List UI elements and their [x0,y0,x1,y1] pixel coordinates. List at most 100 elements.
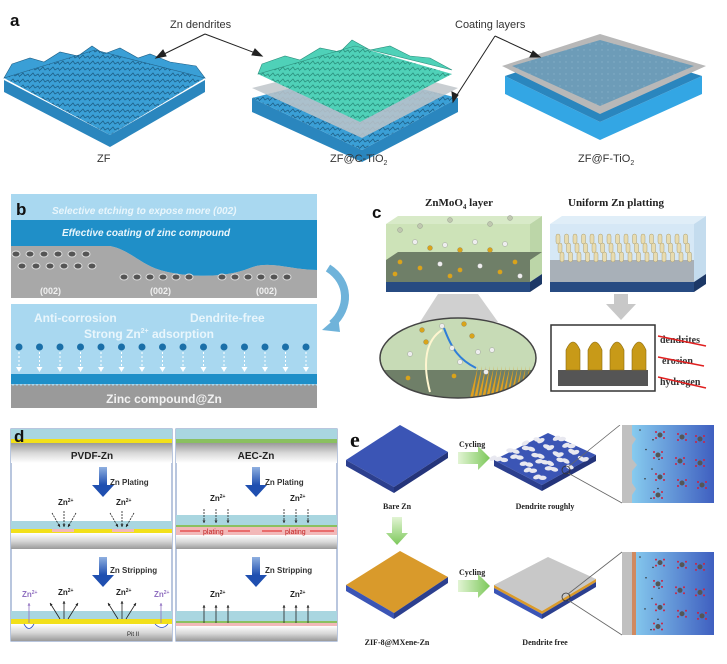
ion-charge: 2+ [32,590,38,596]
panel-b-figure: b Selective etching to expose more (002)… [11,194,349,408]
zn-platelet [572,233,578,245]
zif8-mxene-label: ZIF-8@MXene-Zn [365,638,430,647]
solvated-ion [655,581,661,587]
anion-dot [639,556,641,558]
water-oxygen [655,479,657,481]
ion-arrowhead [303,367,309,372]
water-oxygen [703,594,705,597]
water-oxygen [703,465,705,467]
ion-arrow [125,602,137,620]
water-oxygen [695,435,697,437]
water-oxygen [695,594,697,597]
zoom-funnel [420,294,498,322]
ion-arrowhead [262,367,268,372]
ion-arrowhead [159,603,163,606]
zn-ion [118,343,125,351]
dendrite-flake [565,464,574,470]
interface-inset-bottom [622,552,714,635]
zn-ion [179,343,187,351]
zn-platelet [591,242,597,254]
water-oxygen [683,586,685,589]
plating-label-1: plating [203,529,224,536]
znmoo4-title: ZnMoO4 layer [425,197,493,211]
panel-e-figure: e Bare Zn Cycling Dendrite roughly [346,425,714,647]
zn-platelet [642,242,648,254]
zn-platelet [610,251,616,263]
zn-platelet [657,233,663,245]
ion-symbol: Zn [116,498,126,507]
zn-ion [200,343,207,351]
cycling-arrow-icon [458,446,490,470]
zn-spike [494,366,502,398]
curved-arrow-icon [325,264,349,327]
zinc-compound-zn-label: Zinc compound@Zn [106,392,222,406]
ion-arrow [107,602,119,620]
facet-label-2: (002) [150,286,171,296]
dendrite-flake [546,460,554,467]
water-oxygen [683,463,685,465]
ion [412,239,418,245]
zn-ion-label: Zn2+ [58,588,74,597]
facet-dot [269,273,279,281]
ion-symbol: Zn [22,590,32,599]
dendrite-inset [550,324,656,392]
dendrite-flake [567,443,576,449]
water-oxygen [695,562,697,565]
water-oxygen [703,441,705,443]
water-oxygen [661,491,663,493]
water-oxygen [685,485,687,487]
ion-arrowhead [120,524,124,527]
water-oxygen [661,497,663,499]
water-oxygen [697,481,699,483]
ion-arrowhead [57,524,60,527]
zn-platelet [615,233,620,245]
bare-zn-label: Bare Zn [383,502,412,511]
solvated-ion [679,562,685,568]
water-oxygen [653,497,655,499]
zn-platelet [625,242,631,254]
facet-dot [230,273,240,281]
zn-platelet [651,242,656,254]
ion-arrowhead [282,367,289,372]
ion-arrow [125,512,135,528]
solvated-ion [655,452,661,458]
water-oxygen [697,487,699,489]
zn-platelet [678,251,684,263]
anion-dot [645,448,647,451]
water-oxygen [703,588,705,591]
ion-symbol: Zn [58,498,68,507]
dendrite-flake [546,445,555,451]
ion-arrowhead [77,367,84,372]
zoom-circle-bottom [561,592,571,602]
anion-dot [639,429,641,431]
zn-base [11,386,317,408]
zn-ion-label: Zn2+ [58,498,74,507]
water-oxygen [653,491,655,493]
solvated-ion [699,482,705,488]
zn-ion [261,343,269,351]
anion-dot [645,576,647,579]
water-oxygen [661,628,663,631]
ion-labels: Zn2+Zn2+Zn2+Zn2+Zn2+Zn2+Zn2+Zn2+Zn2+Zn2+ [22,494,306,599]
zn-platelet [632,233,637,245]
pvdf-stripping-label: Zn Stripping [110,566,157,575]
ion-arrow [51,512,61,528]
zn-ion-label: Zn2+ [154,590,170,599]
ion-charge: 2+ [68,588,74,594]
water-oxygen [663,431,665,433]
zn-platelet [606,233,612,245]
dendrite-flake [538,475,547,480]
ion-arrowhead [118,367,125,372]
solvated-ion [655,623,661,629]
pit-label: Pit II [127,632,139,638]
facet-dot [145,273,155,281]
zn-platelet [649,233,654,245]
ion-arrowhead [115,524,118,527]
pvdf-ion-arrows [51,511,135,528]
interface-inset-top [622,425,714,503]
ion [457,267,463,273]
zn-platelet [674,233,680,245]
dendrite-flake [525,462,534,467]
anion-dot [650,628,652,631]
panel-a-letter: a [10,11,20,30]
